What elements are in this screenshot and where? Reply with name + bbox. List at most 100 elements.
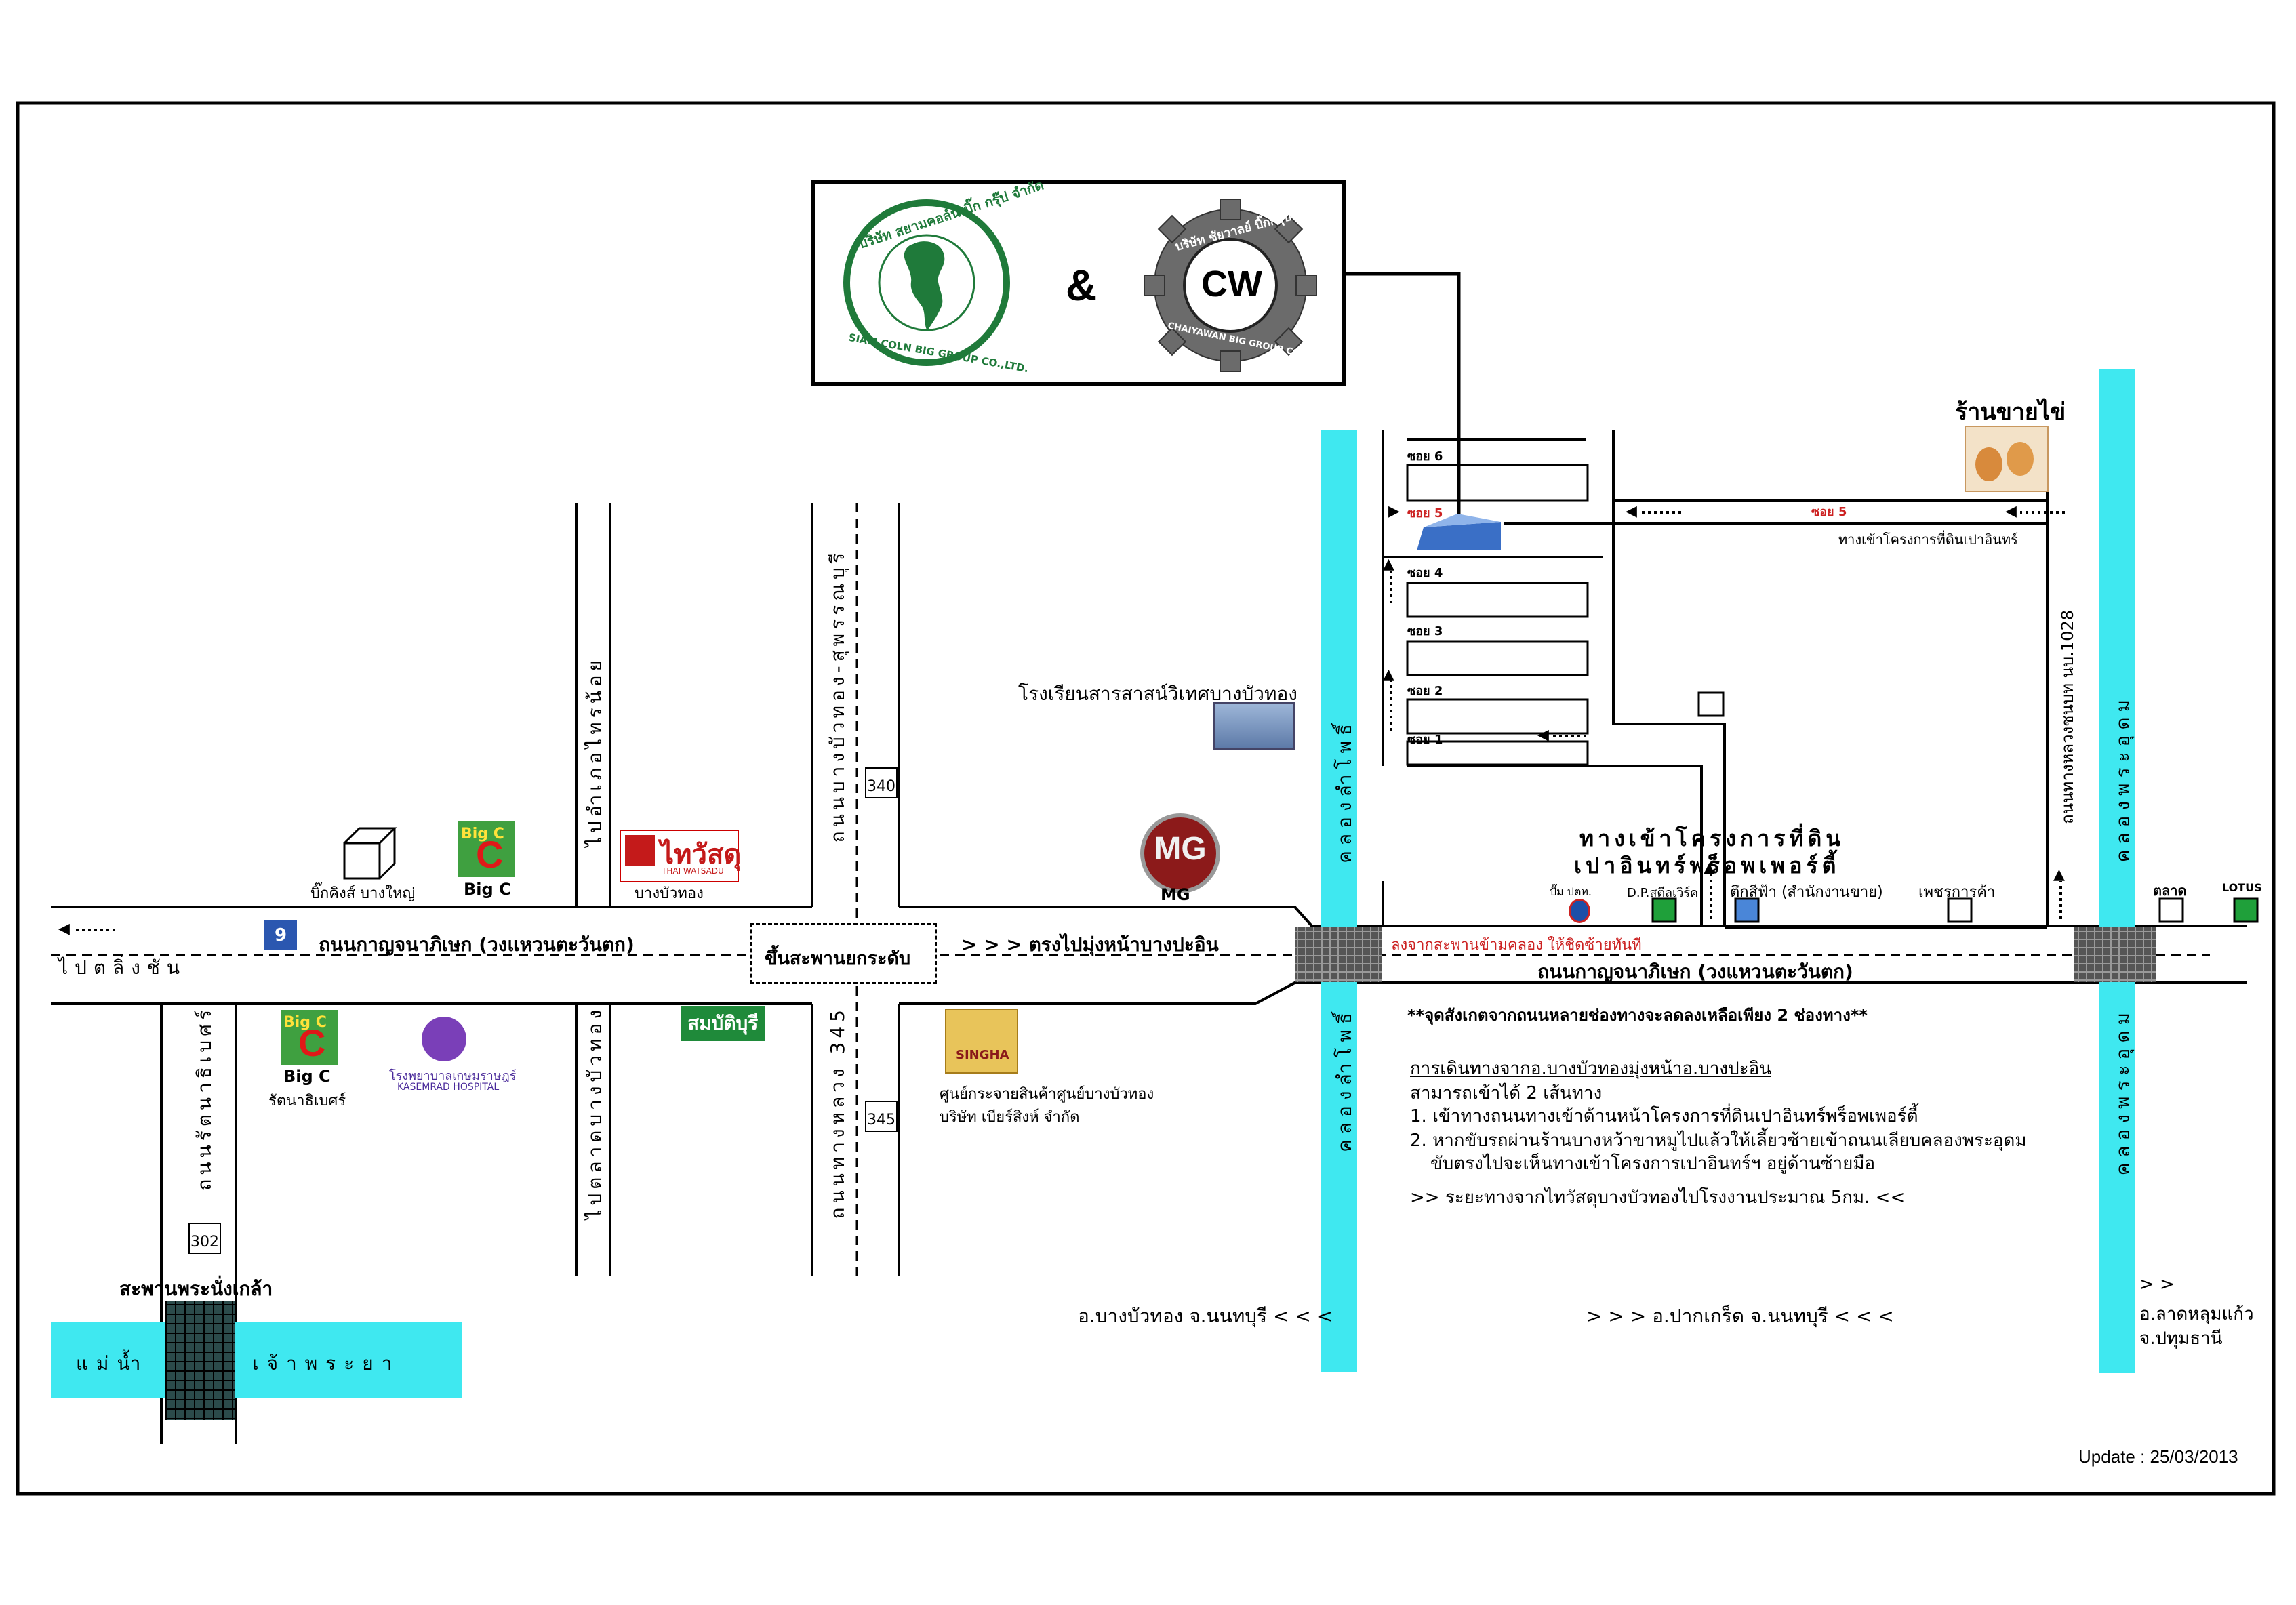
directions-heading: การเดินทางจากอ.บางบัวทองมุ่งหน้าอ.บางปะอ… (1410, 1059, 1771, 1079)
soi-5-label: ซอย 5 (1407, 506, 1443, 521)
arrow-up-icon: ▲ (1704, 859, 1715, 876)
phra-nang-klao-bridge (165, 1301, 235, 1420)
kasemrad-th: โรงพยาบาลเกษมราษฎร์ (389, 1069, 517, 1083)
directions-step2b: ขับตรงไปจะเห็นทางเข้าโครงการเปาอินทร์ฯ อ… (1430, 1154, 1876, 1174)
route-302-shield: 302 (188, 1223, 221, 1254)
big-kings-label: บิ๊กคิงส์ บางใหญ่ (310, 885, 416, 902)
dp-steel-marker (1651, 897, 1677, 923)
update-date: Update : 25/03/2013 (2078, 1446, 2238, 1467)
directions-intro: สามารถเข้าได้ 2 เส้นทาง (1410, 1083, 1603, 1103)
big-c-rattana-logo: Big C C (281, 1010, 338, 1065)
mg-label: MG (1161, 885, 1190, 904)
big-c-rattana-label: Big C (283, 1067, 331, 1086)
talad-marker (2158, 897, 2184, 923)
egg-icon (1975, 447, 2002, 481)
route-345-shield: 345 (865, 1101, 898, 1132)
route-340-shield: 340 (865, 767, 898, 798)
ampersand: & (1066, 261, 1097, 310)
sales-office-marker (1734, 897, 1760, 923)
arrow-right-icon: ▶ (1388, 503, 1400, 520)
mg-logo: MG (1140, 813, 1220, 893)
arrow-left-icon: ◀ (1626, 503, 1637, 520)
petch-market-label: เพชรการค้า (1918, 884, 1996, 901)
talad-label: ตลาด (2153, 882, 2187, 899)
singha-line2: บริษัท เบียร์สิงห์ จำกัด (940, 1109, 1080, 1126)
egg-shop-icon (1965, 426, 2049, 492)
to-lat-lum-kaeo-arrows: > > (2139, 1274, 2175, 1295)
canal-phra-udom (2099, 369, 2135, 1373)
note-lanes: **จุดสังเกตจากถนนหลายช่องทางจะลดลงเหลือเ… (1407, 1006, 1868, 1025)
project-entrance-line2: เปาอินทร์พร็อพเพอร์ตี้ (1574, 853, 1840, 878)
to-bang-bua-thong: อ.บางบัวทอง จ.นนทบุรี < < < (1078, 1305, 1333, 1327)
canal-lam-pho (1321, 430, 1357, 1372)
petch-market-marker (1947, 897, 1973, 923)
canal-lam-pho-lower-label: คลองลำโพธิ์ (1333, 1007, 1356, 1152)
arrow-up-icon: ▲ (1383, 666, 1394, 683)
flyover-box (750, 923, 937, 984)
school-label: โรงเรียนสารสาสน์วิเทศบางบัวทอง (1018, 683, 1297, 705)
flyover-label: ขึ้นสะพานยกระดับ (765, 948, 911, 969)
chaiyawan-logo: บริษัท ชัยวาลย์ บิ๊กกรุ๊ป จำกัด CHAIYAWA… (1132, 194, 1329, 377)
phra-nang-klao-label: สะพานพระนั่งเกล้า (119, 1278, 273, 1300)
to-ling-chan-label: ไปตลิ่งชัน (58, 956, 187, 979)
soi-3-label: ซอย 3 (1407, 624, 1443, 638)
ptt-icon (1569, 899, 1590, 923)
directions-step2a: 2. หากขับรถผ่านร้านบางหว้าขาหมูไปแล้วให้… (1410, 1131, 2027, 1151)
directions-step1: 1. เข้าทางถนนทางเข้าด้านหน้าโครงการที่ดิ… (1410, 1106, 1918, 1126)
road-1028-label: ถนนทางหลวงชนบท นบ.1028 (2058, 610, 2077, 824)
to-pak-kret: > > > อ.ปากเกร็ด จ.นนทบุรี < < < (1586, 1305, 1894, 1327)
ptt-label: ปั๊ม ปตท. (1550, 885, 1592, 898)
big-c-letter: C (476, 833, 504, 876)
logo-connector-line (1344, 272, 1461, 521)
to-lat-lum-kaeo-2: จ.ปทุมธานี (2139, 1328, 2223, 1349)
arrow-left-icon: ◀ (1537, 727, 1549, 744)
straight-bang-pa-in-label: > > > ตรงไปมุ่งหน้าบางปะอิน (961, 933, 1219, 956)
kasemrad-en: KASEMRAD HOSPITAL (397, 1082, 500, 1093)
project-building-icon (1417, 514, 1501, 550)
to-lat-lum-kaeo-1: อ.ลาดหลุมแก้ว (2139, 1304, 2254, 1324)
to-talad-bbt-label: ไปตลาดบางบัวทอง (584, 1006, 606, 1219)
sales-office-label: ตึกสีฟ้า (สำนักงานขาย) (1730, 884, 1883, 901)
soi-2-label: ซอย 2 (1407, 684, 1443, 698)
soi-5-right-label: ซอย 5 (1811, 505, 1847, 519)
arrow-left-icon: ◀ (2005, 503, 2017, 520)
thai-watsadu-label: บางบัวทอง (635, 885, 704, 902)
project-entrance-line1: ทางเข้าโครงการที่ดิน (1579, 826, 1845, 851)
bbt-suphan-road-label: ถนนบางบัวทอง-สุพรรณบุรี (826, 549, 849, 843)
arrow-up-icon: ▲ (1383, 556, 1394, 573)
house-icon (625, 835, 655, 866)
canal-phra-udom-lower-label: คลองพระอุดม (2112, 1007, 2134, 1176)
egg-shop-label: ร้านขายไข่ (1955, 399, 2066, 426)
sombat-buri-logo: สมบัติบุรี (681, 1006, 765, 1041)
siam-coln-logo: บริษัท สยามคอล์น บิ๊ก กรุ๊ป จำกัด SIAM C… (828, 176, 1045, 375)
ratthanathibet-road-label: ถนนรัตนาธิเบศร์ (193, 1006, 216, 1191)
kanchana-east-label: ถนนกาญจนาภิเษก (วงแหวนตะวันตก) (1537, 960, 1853, 983)
lotus-label: LOTUS (2222, 881, 2262, 894)
soi-1-label: ซอย 1 (1407, 733, 1443, 747)
chao-phraya-river (51, 1322, 462, 1398)
canal-lam-pho-upper-label: คลองลำโพธิ์ (1333, 718, 1356, 864)
dp-steel-label: D.P.สตีลเวิร์ค (1627, 886, 1699, 900)
entrance-small-label: ทางเข้าโครงการที่ดินเปาอินทร์ (1838, 531, 2018, 548)
singha-line1: ศูนย์กระจายสินค้าศูนย์บางบัวทอง (940, 1086, 1154, 1103)
kanchana-west-label: ถนนกาญจนาภิเษก (วงแหวนตะวันตก) (319, 933, 635, 956)
to-sai-noi-label: ไปอำเภอไทรน้อย (584, 656, 606, 847)
turn-note: ลงจากสะพานข้ามคลอง ให้ชิดซ้ายทันที (1391, 937, 1642, 954)
canal-bridge-west (1295, 927, 1382, 982)
map-frame (16, 101, 2276, 1496)
school-building-icon (1213, 702, 1295, 750)
soi-4-label: ซอย 4 (1407, 566, 1443, 580)
cw-mark: CW (1201, 264, 1262, 304)
big-c-bangyai-logo: Big C C (458, 821, 515, 877)
arrow-left-icon: ◀ (58, 920, 70, 937)
river-label-right: เจ้าพระยา (252, 1352, 401, 1375)
soi-6-label: ซอย 6 (1407, 449, 1443, 464)
big-c-rattana-sub: รัตนาธิเบศร์ (268, 1093, 346, 1110)
highway-9-shield: 9 (264, 920, 297, 950)
arrow-up-icon: ▲ (2053, 866, 2065, 883)
main-road-bottom-east (899, 981, 2247, 1005)
canal-phra-udom-upper-label: คลองพระอุดม (2112, 694, 2134, 863)
egg-icon (2007, 442, 2034, 476)
